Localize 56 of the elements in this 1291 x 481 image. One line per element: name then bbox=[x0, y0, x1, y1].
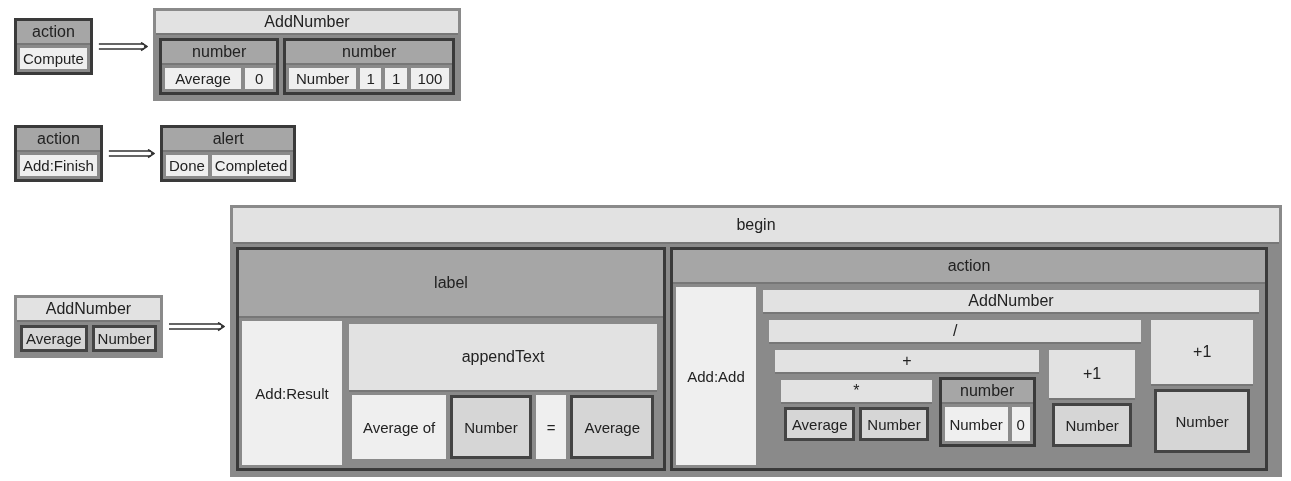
arrow bbox=[108, 148, 155, 159]
block-header: * bbox=[781, 380, 932, 404]
code-block bbox=[14, 125, 103, 182]
parameter-slot: Done bbox=[166, 155, 208, 176]
parameter-slot: Average bbox=[165, 68, 241, 89]
code-block bbox=[230, 205, 1282, 477]
parameter-slot: Average bbox=[784, 407, 856, 441]
block-header: / bbox=[769, 320, 1142, 344]
parameter-slot: Number bbox=[859, 407, 929, 441]
parameter-slot: Number bbox=[289, 68, 356, 89]
code-block bbox=[670, 247, 1268, 471]
parameter-slot: 1 bbox=[359, 68, 382, 89]
block-header: label bbox=[239, 250, 663, 318]
parameter-slot: Number bbox=[1051, 403, 1133, 447]
block-header: number bbox=[286, 41, 452, 65]
code-block bbox=[14, 18, 93, 75]
code-block bbox=[14, 295, 163, 358]
parameter-slot: Number bbox=[1154, 389, 1250, 453]
parameter-slot: 100 bbox=[410, 68, 449, 89]
block-header: AddNumber bbox=[763, 290, 1259, 314]
parameter-slot: Add:Result bbox=[242, 321, 342, 465]
parameter-slot: Number bbox=[944, 407, 1008, 441]
parameter-slot: 0 bbox=[1011, 407, 1030, 441]
parameter-slot: Add:Finish bbox=[20, 155, 97, 176]
code-block bbox=[159, 38, 280, 95]
block-header: +1 bbox=[1151, 320, 1253, 386]
parameter-slot: Completed bbox=[211, 155, 291, 176]
code-block bbox=[938, 377, 1036, 447]
parameter-slot: Compute bbox=[20, 48, 87, 69]
parameter-slot: Average bbox=[20, 325, 88, 352]
parameter-slot: = bbox=[535, 395, 567, 459]
block-header: number bbox=[941, 380, 1033, 404]
parameter-slot: Number bbox=[450, 395, 532, 459]
parameter-slot: Add:Add bbox=[676, 287, 756, 465]
parameter-slot: 0 bbox=[244, 68, 274, 89]
code-block bbox=[160, 125, 297, 182]
block-header: action bbox=[673, 250, 1265, 284]
arrow bbox=[98, 41, 148, 52]
block-header: action bbox=[17, 21, 90, 45]
block-header: + bbox=[775, 350, 1039, 374]
block-header: appendText bbox=[349, 324, 657, 392]
block-header: alert bbox=[163, 128, 294, 152]
block-header: AddNumber bbox=[17, 298, 160, 322]
block-header: begin bbox=[233, 208, 1279, 244]
parameter-slot: Average of bbox=[352, 395, 447, 459]
block-header: +1 bbox=[1048, 350, 1136, 400]
code-block bbox=[283, 38, 455, 95]
arrow bbox=[168, 321, 225, 332]
code-block bbox=[236, 247, 666, 471]
block-header: AddNumber bbox=[156, 11, 458, 35]
parameter-slot: 1 bbox=[385, 68, 407, 89]
parameter-slot: Number bbox=[91, 325, 157, 352]
parameter-slot: Average bbox=[570, 395, 654, 459]
block-header: number bbox=[162, 41, 277, 65]
code-block bbox=[153, 8, 461, 101]
block-header: action bbox=[17, 128, 100, 152]
